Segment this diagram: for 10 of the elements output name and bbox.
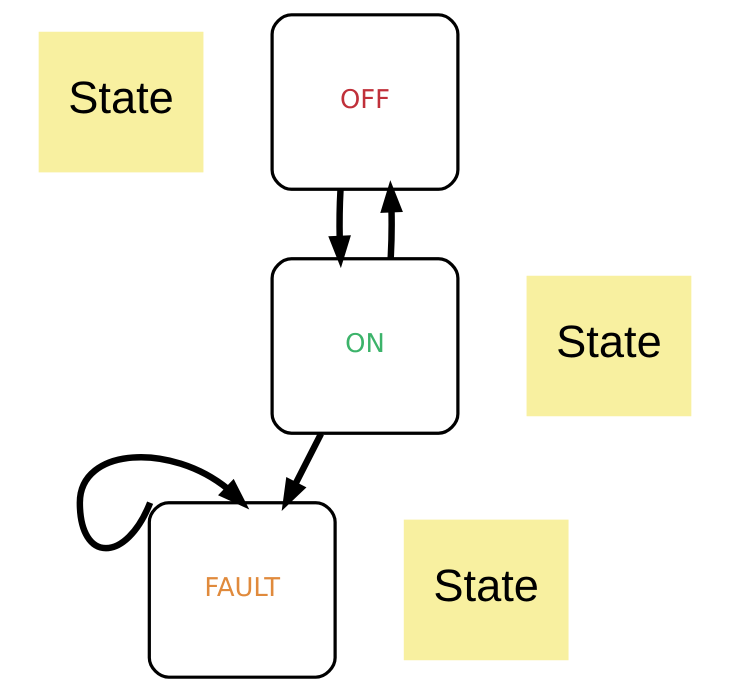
arrow — [380, 180, 403, 259]
node-box: State — [404, 520, 569, 660]
node-box: OFF — [270, 13, 460, 191]
node-box: State — [38, 32, 204, 172]
node-box: ON — [270, 257, 460, 435]
arrow — [76, 454, 250, 552]
node-box: State — [526, 276, 692, 416]
node-box: FAULT — [148, 501, 337, 679]
arrow — [282, 432, 324, 512]
arrow — [328, 190, 351, 268]
